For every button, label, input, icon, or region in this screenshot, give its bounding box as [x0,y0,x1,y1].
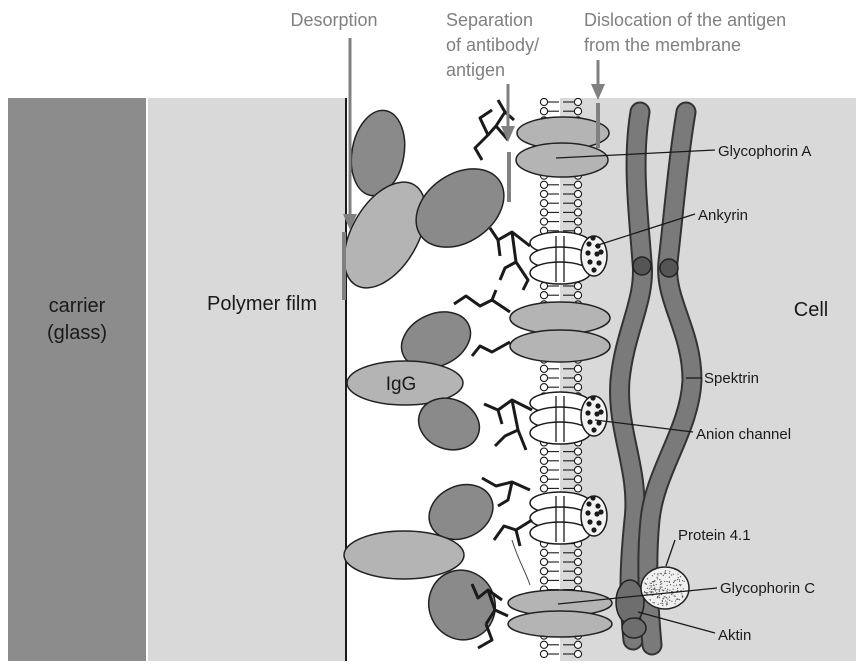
glycophorin-c-label: Glycophorin C [720,580,815,597]
anion-channel-label: Anion channel [696,426,791,443]
dislocation-label-2: from the membrane [584,35,741,55]
spectrin-junction-right [660,259,678,277]
ankyrin-label: Ankyrin [698,207,748,224]
carrier-glass-region [8,98,146,661]
glycophorin-a-label: Glycophorin A [718,143,811,160]
ankyrin-blob-2 [581,395,607,436]
aktin-blob-lower [622,618,646,638]
dislocation-arrow-head [591,84,605,100]
spectrin-junction-left [633,257,651,275]
separation-label-3: antigen [446,60,505,80]
glycan-anion [484,400,532,450]
thin-fiber [512,540,530,585]
ankyrin-blob-1 [581,235,607,276]
separation-label-1: Separation [446,10,533,30]
carrier-label-sub: (glass) [47,322,107,344]
separation-label-2: of antibody/ [446,35,539,55]
ankyrin-blob-3 [581,495,607,536]
antibodies [327,106,518,649]
protein-41-label: Protein 4.1 [678,527,751,544]
dislocation-label-1: Dislocation of the antigen [584,10,786,30]
polymer-film-label: Polymer film [207,293,317,315]
glycan-ankyrin [490,228,530,290]
cell-label: Cell [794,299,828,321]
carrier-label: carrier [49,295,106,317]
aktin-label: Aktin [718,627,751,644]
antibody-7 [344,531,464,579]
polymer-film-region [148,98,345,661]
aktin-blob [616,580,644,624]
spektrin-label: Spektrin [704,370,759,387]
desorption-label: Desorption [290,10,377,30]
igg-label: IgG [386,374,417,395]
antibody-3 [401,153,519,264]
